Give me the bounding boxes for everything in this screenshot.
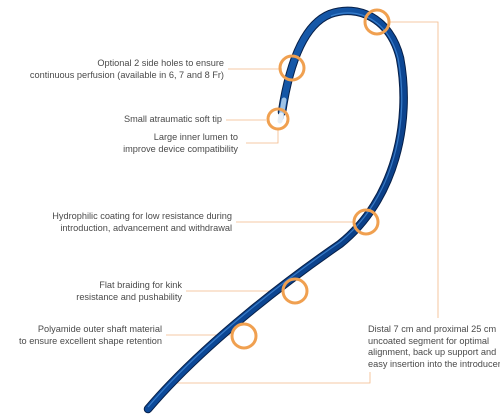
callout-side-holes-line2: continuous perfusion (available in 6, 7 …	[29, 69, 224, 80]
callout-polyamide: Polyamide outer shaft material to ensure…	[19, 324, 162, 347]
callout-coating-line2: introduction, advancement and withdrawal	[60, 222, 232, 233]
callout-segments: Distal 7 cm and proximal 25 cm uncoated …	[368, 324, 500, 370]
leader-inner-lumen	[246, 128, 279, 144]
callout-braiding: Flat braiding for kink resistance and pu…	[76, 280, 182, 303]
leader-segments-bottom	[170, 372, 371, 384]
ring-braiding	[281, 277, 309, 305]
callout-soft-tip-line1: Small atraumatic soft tip	[123, 114, 222, 124]
callout-inner-lumen: Large inner lumen to improve device comp…	[123, 132, 238, 155]
catheter-shaft	[144, 7, 407, 413]
ring-side-holes	[278, 54, 306, 82]
catheter-tip-end	[277, 112, 284, 124]
ring-top-curve	[363, 8, 391, 36]
callout-inner-lumen-line2: improve device compatibility	[123, 143, 238, 154]
callout-braiding-line1: Flat braiding for kink	[99, 280, 182, 290]
callout-segments-line2: uncoated segment for optimal	[368, 335, 490, 346]
ring-polyamide	[230, 322, 258, 350]
catheter	[143, 6, 408, 414]
catheter-highlight	[147, 12, 403, 408]
callout-coating: Hydrophilic coating for low resistance d…	[52, 211, 232, 234]
ring-coating	[352, 208, 380, 236]
callout-side-holes: Optional 2 side holes to ensure continuo…	[30, 58, 224, 81]
ring-soft-tip	[266, 107, 290, 131]
callout-side-holes-line1: Optional 2 side holes to ensure	[97, 58, 224, 68]
callout-segments-line1: Distal 7 cm and proximal 25 cm	[368, 324, 497, 334]
callout-segments-line4: easy insertion into the introducer	[368, 358, 500, 369]
highlight-rings	[230, 8, 391, 350]
callout-segments-line3: alignment, back up support and	[368, 347, 497, 357]
callout-soft-tip: Small atraumatic soft tip	[124, 114, 222, 126]
callout-coating-line1: Hydrophilic coating for low resistance d…	[52, 211, 232, 221]
callout-polyamide-line1: Polyamide outer shaft material	[37, 324, 162, 334]
callout-polyamide-line2: to ensure excellent shape retention	[18, 335, 162, 346]
leader-segments-top	[390, 21, 439, 318]
callout-braiding-line2: resistance and pushability	[76, 291, 182, 302]
callout-inner-lumen-line1: Large inner lumen to	[153, 132, 238, 142]
leader-lines	[166, 21, 439, 384]
